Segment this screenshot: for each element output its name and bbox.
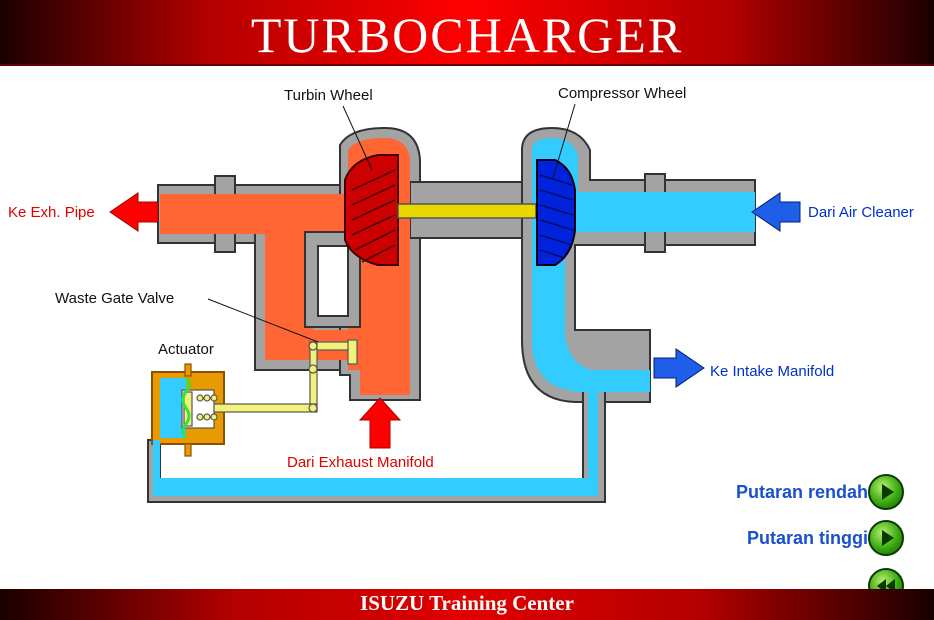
high-rpm-label[interactable]: Putaran tinggi <box>747 528 868 548</box>
intake-out-arrow <box>653 348 705 388</box>
low-rpm-play-button[interactable] <box>868 474 904 510</box>
exhaust-out-arrow <box>109 192 159 232</box>
housing <box>147 126 756 503</box>
low-rpm-label[interactable]: Putaran rendah <box>735 482 868 502</box>
turbine-wheel <box>344 154 399 266</box>
actuator-diaphragm <box>181 376 191 440</box>
turbo-shaft <box>397 203 537 219</box>
label-turbine-wheel: Turbin Wheel <box>284 87 373 104</box>
footer-title: ISUZU Training Center <box>360 591 574 615</box>
page-title: TURBOCHARGER <box>250 7 684 63</box>
label-intake-manifold: Ke Intake Manifold <box>710 363 835 380</box>
play-icon <box>882 530 894 546</box>
compressor-leader <box>552 103 576 179</box>
turbine-inner-void <box>317 245 349 317</box>
turbine-leader <box>342 105 373 171</box>
label-waste-gate: Waste Gate Valve <box>55 290 175 307</box>
compressor-wheel <box>536 159 576 266</box>
footer-bar: ISUZU Training Center <box>0 589 934 620</box>
wastegate-leader <box>207 298 319 343</box>
air-in-arrow <box>751 192 801 232</box>
high-rpm-play-button[interactable] <box>868 520 904 556</box>
header-bar: TURBOCHARGER <box>0 0 934 66</box>
label-compressor-wheel: Compressor Wheel <box>558 85 687 102</box>
play-icon <box>882 484 894 500</box>
label-exh-pipe: Ke Exh. Pipe <box>8 204 95 221</box>
label-exhaust-manifold: Dari Exhaust Manifold <box>287 454 434 471</box>
label-air-cleaner: Dari Air Cleaner <box>808 204 914 221</box>
label-actuator: Actuator <box>158 341 214 358</box>
exhaust-in-arrow <box>358 397 402 449</box>
